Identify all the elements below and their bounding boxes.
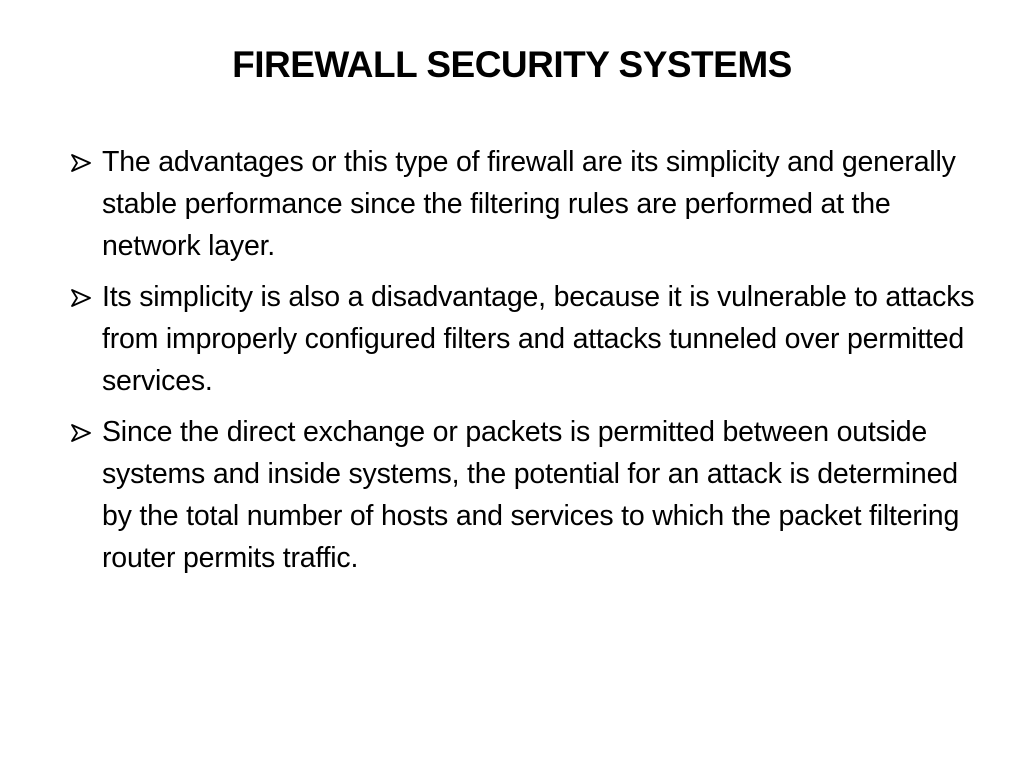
- bullet-item: The advantages or this type of firewall …: [70, 141, 980, 267]
- bullet-item: Its simplicity is also a disadvantage, b…: [70, 276, 980, 402]
- bullet-text: Since the direct exchange or packets is …: [102, 416, 960, 574]
- bullet-list: The advantages or this type of firewall …: [70, 141, 980, 588]
- arrowhead-bullet-icon: [71, 154, 91, 172]
- bullet-text: Its simplicity is also a disadvantage, b…: [102, 281, 975, 397]
- slide-title: FIREWALL SECURITY SYSTEMS: [232, 44, 792, 85]
- arrowhead-bullet-icon: [71, 424, 91, 442]
- bullet-item: Since the direct exchange or packets is …: [70, 411, 980, 579]
- arrowhead-bullet-icon: [71, 289, 91, 307]
- bullet-text: The advantages or this type of firewall …: [102, 146, 956, 262]
